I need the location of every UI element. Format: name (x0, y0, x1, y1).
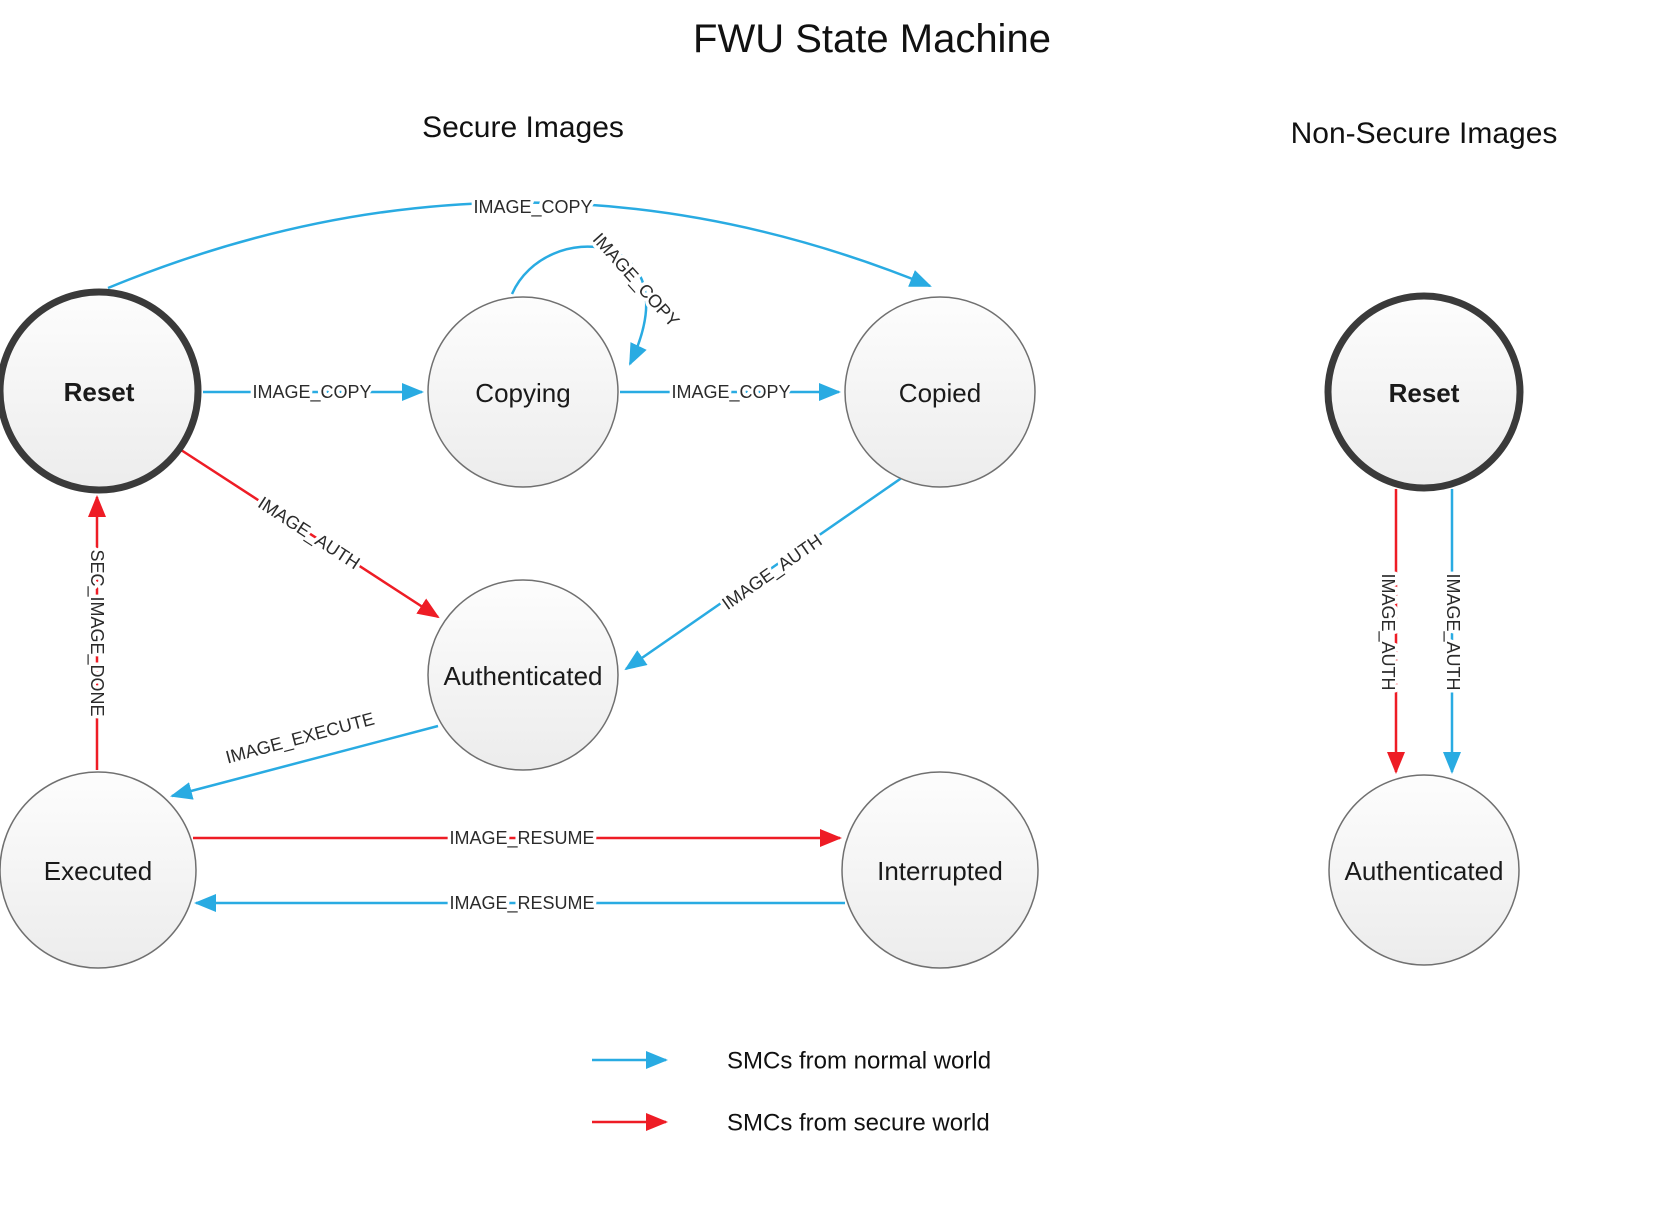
state-copying-label: Copying (475, 378, 570, 408)
section-secure-images: Secure Images (422, 111, 624, 144)
transition-reset-copying-label: IMAGE_COPY (252, 382, 371, 403)
state-executed-label: Executed (44, 856, 152, 886)
state-authenticated-nonsecure-label: Authenticated (1344, 856, 1503, 886)
state-interrupted-label: Interrupted (877, 856, 1003, 886)
section-non-secure-images: Non-Secure Images (1291, 117, 1558, 150)
state-reset-secure (0, 288, 202, 494)
state-reset-secure-label: Reset (64, 377, 135, 407)
page-title: FWU State Machine (693, 17, 1051, 61)
transition-executed-interrupted-label: IMAGE_RESUME (449, 828, 594, 849)
transition-reset-copied-arrow (107, 201, 932, 290)
transition-reset-copied-label: IMAGE_COPY (473, 197, 592, 218)
state-reset-nonsecure (1324, 292, 1524, 492)
legend: SMCs from normal world SMCs from secure … (592, 1048, 991, 1137)
state-copying (427, 296, 619, 488)
legend-normal-world-label: SMCs from normal world (727, 1048, 991, 1075)
transition-copied-authenticated-label: IMAGE_AUTH (718, 530, 826, 614)
transition-copying-self-arrow (510, 245, 648, 366)
transition-copied-authenticated-arrow (624, 475, 904, 671)
state-authenticated (427, 579, 619, 771)
legend-secure-world-label: SMCs from secure world (727, 1110, 990, 1137)
state-authenticated-nonsecure (1328, 774, 1520, 966)
state-executed (0, 771, 197, 969)
state-reset-nonsecure-label: Reset (1389, 378, 1460, 408)
state-authenticated-label: Authenticated (443, 661, 602, 691)
transition-authenticated-executed-arrow (170, 724, 439, 800)
transition-interrupted-executed-label: IMAGE_RESUME (449, 893, 594, 914)
transition-authenticated-executed-label: IMAGE_EXECUTE (223, 709, 376, 769)
transition-ns-reset-authenticated-secure-label: IMAGE_AUTH (1377, 573, 1398, 690)
state-interrupted (841, 771, 1039, 969)
transition-copying-self-label: IMAGE_COPY (588, 229, 683, 332)
state-copied-label: Copied (899, 378, 981, 408)
transition-reset-authenticated-arrow (177, 446, 440, 619)
state-copied (844, 296, 1036, 488)
transition-executed-reset-label: SEC_IMAGE_DONE (86, 549, 107, 716)
transition-copying-copied-label: IMAGE_COPY (671, 382, 790, 403)
transition-ns-reset-authenticated-normal-label: IMAGE_AUTH (1442, 573, 1463, 690)
transition-reset-authenticated-label: IMAGE_AUTH (254, 493, 364, 574)
